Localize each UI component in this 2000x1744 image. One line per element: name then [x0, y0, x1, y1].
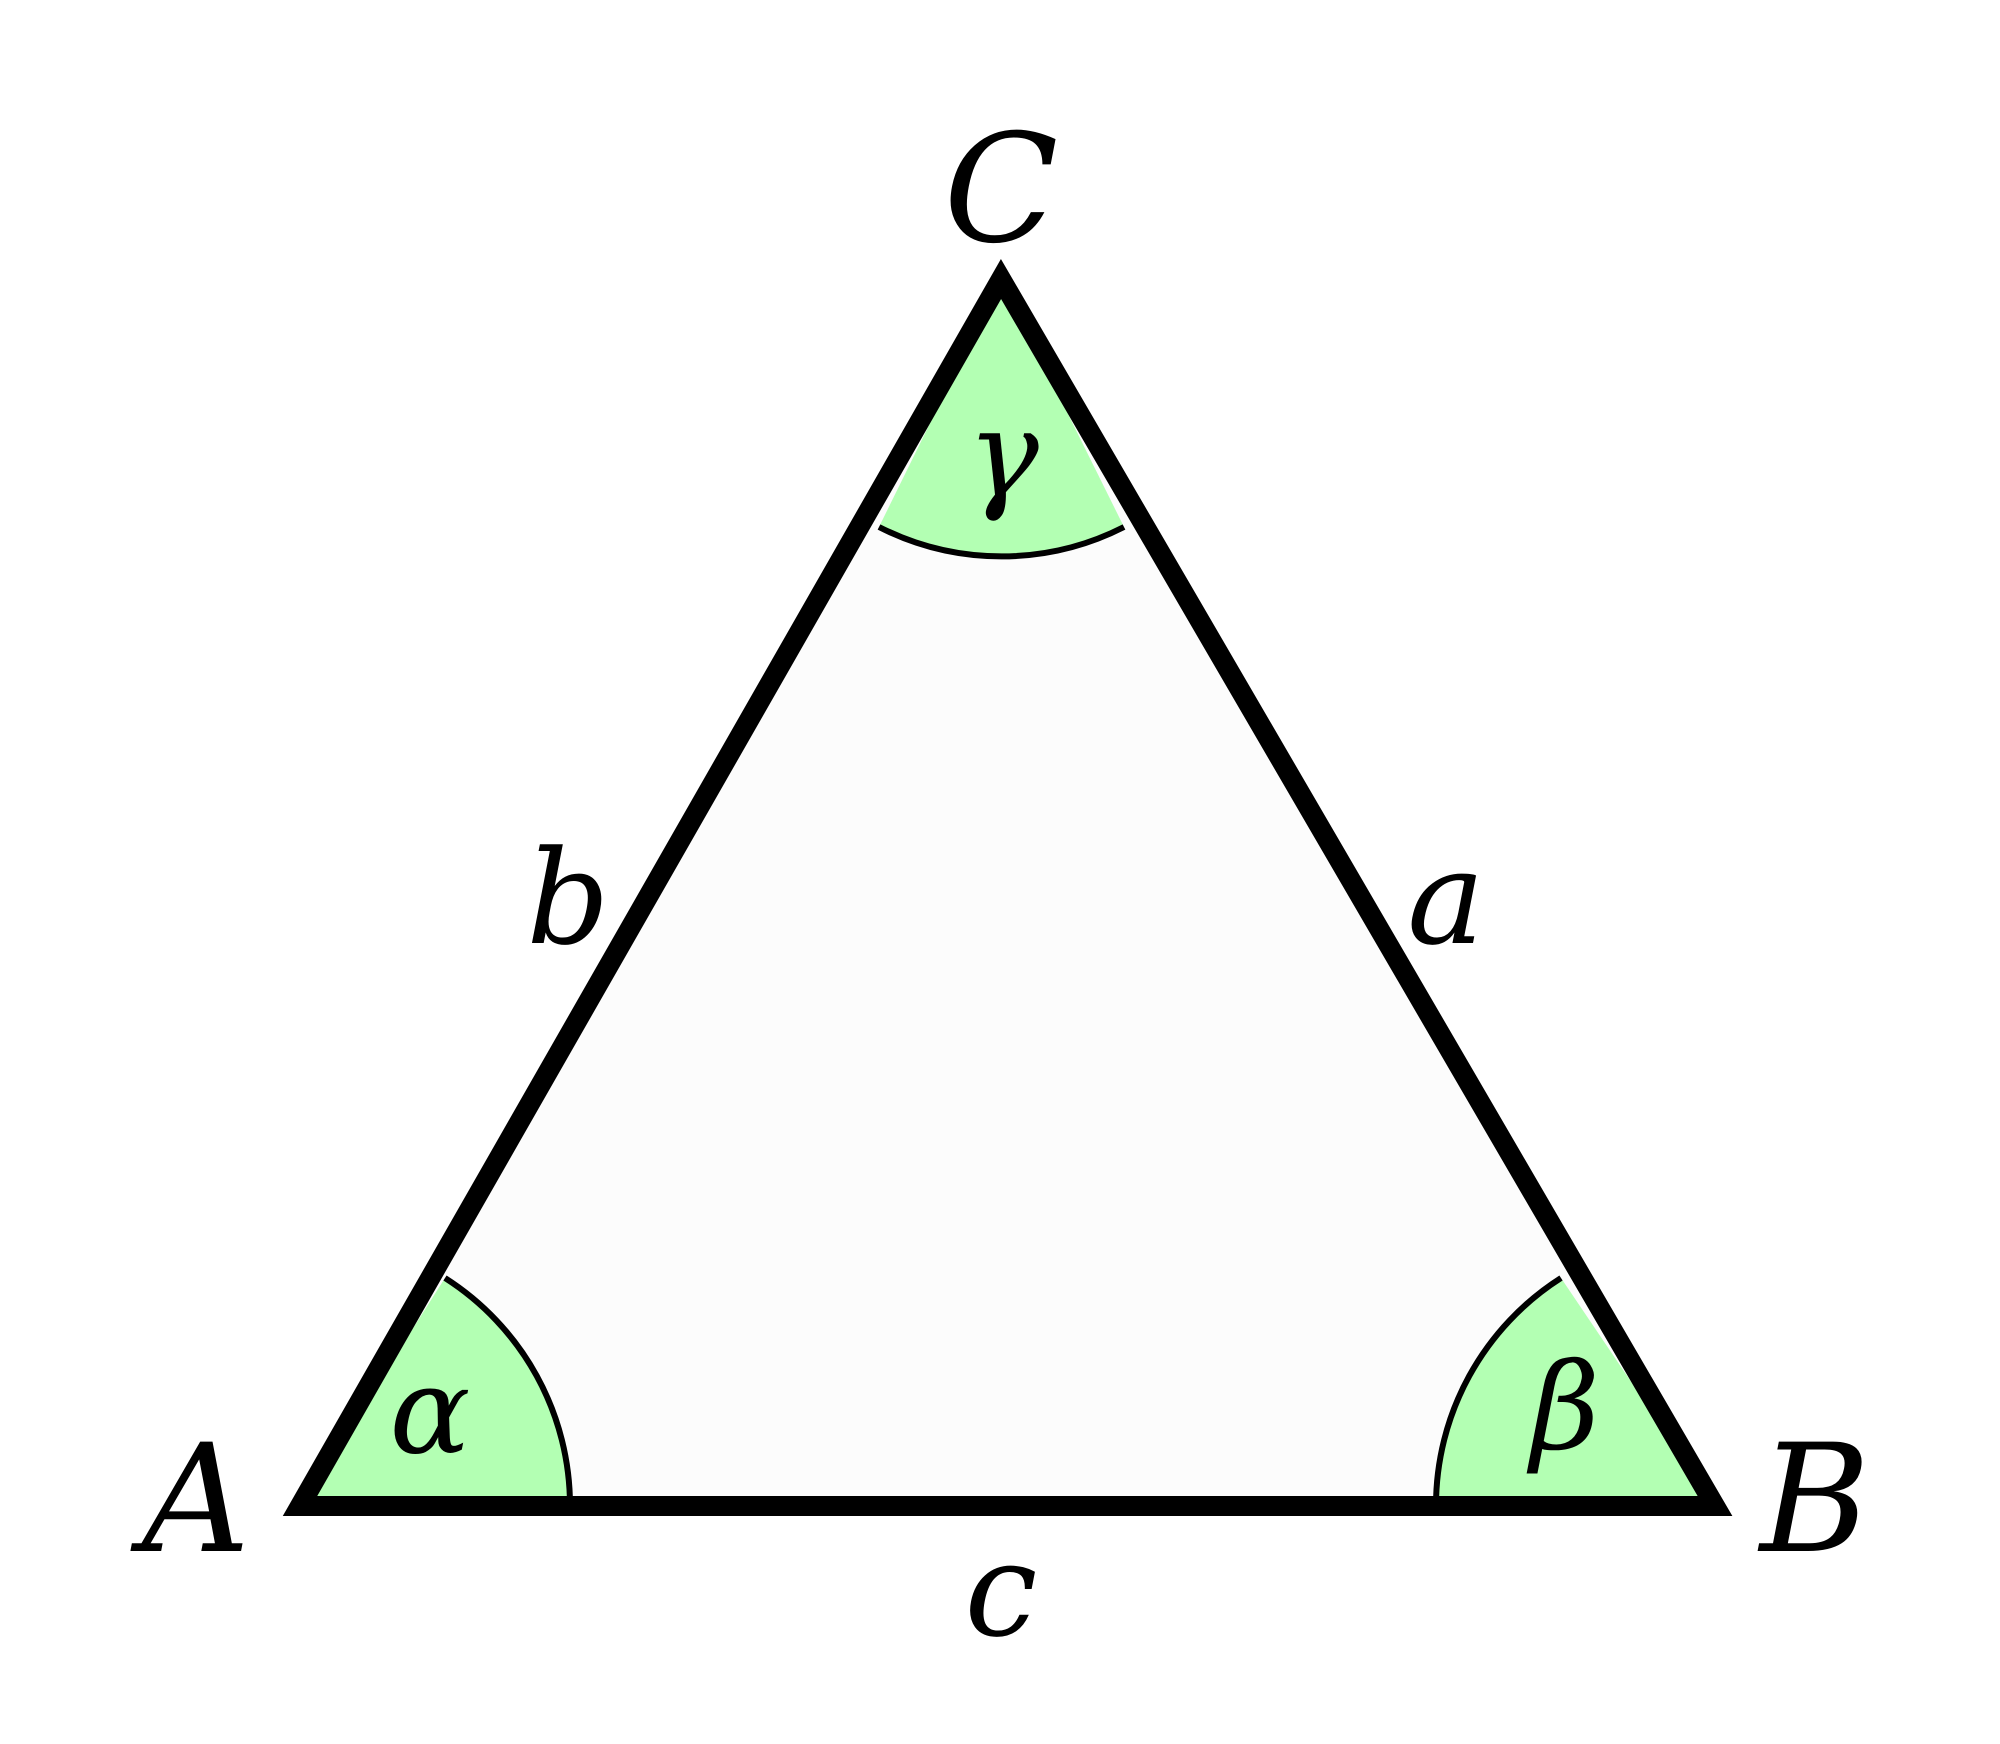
triangle-body [300, 279, 1715, 1506]
side-label-a: a [1407, 822, 1485, 974]
angle-alpha-arc [443, 1275, 574, 1507]
angle-beta-sector [1435, 1278, 1715, 1506]
angle-gamma-sector [879, 279, 1124, 557]
angle-label-alpha: α [389, 1343, 470, 1482]
angle-beta-arc [1432, 1275, 1563, 1507]
side-label-b: b [526, 822, 609, 974]
vertex-label-b: B [1757, 1413, 1870, 1587]
angle-label-gamma: γ [967, 386, 1039, 525]
side-label-c: c [965, 1514, 1038, 1666]
triangle-outline [282, 258, 1733, 1516]
angle-alpha-sector [300, 1278, 571, 1506]
vertex-label-a: A [130, 1413, 250, 1587]
angle-label-beta: β [1526, 1339, 1599, 1478]
vertex-label-c: C [944, 103, 1059, 277]
angle-gamma-arc [877, 524, 1126, 560]
